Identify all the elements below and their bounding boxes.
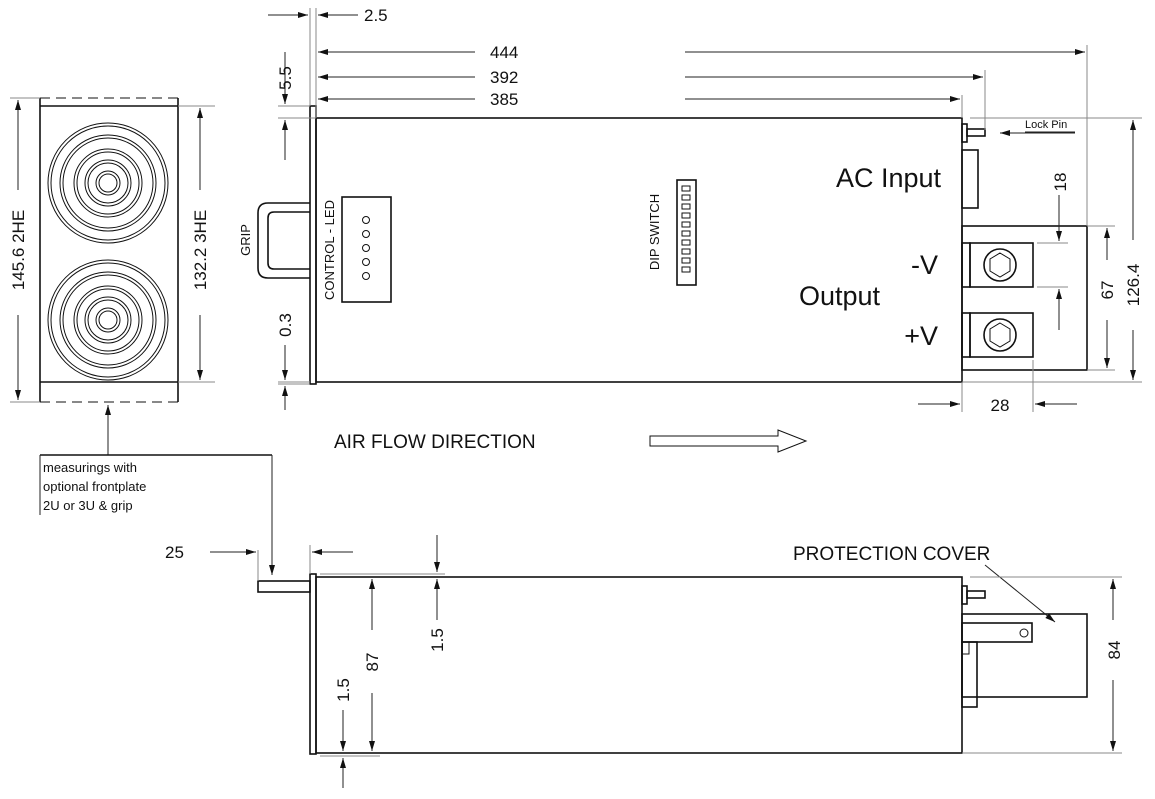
output-label: Output [799,281,881,311]
lock-pin-label: Lock Pin [1025,119,1067,131]
fan-top [47,122,169,244]
plus-v-label: +V [904,321,938,351]
ac-input-label: AC Input [836,163,942,193]
dim-87: 87 [363,653,382,672]
dim-25: 25 [165,543,184,562]
dim-28: 28 [991,396,1010,415]
control-led [341,196,392,303]
dim-385: 385 [490,90,518,109]
dim-444: 444 [490,43,518,62]
dim-1-5-bottom: 1.5 [334,678,353,702]
side-view: PROTECTION COVER 25 1.5 87 1.5 84 [165,535,1124,788]
fan-bottom [47,259,169,381]
grip [257,202,310,279]
dim-5-5: 5.5 [276,66,295,90]
dip-switch-label: DIP SWITCH [647,194,662,270]
control-led-label: CONTROL - LED [322,200,337,300]
grip-side [257,580,311,593]
dip-switch [676,179,697,286]
dim-1-5-top: 1.5 [428,628,447,652]
dim-145-6: 145.6 2HE [9,210,28,290]
minus-v-label: -V [911,250,938,280]
dim-2-5: 2.5 [364,6,388,25]
dim-67: 67 [1098,281,1117,300]
dim-126-4: 126.4 [1124,264,1143,307]
protection-cover-label: PROTECTION COVER [793,544,990,565]
dim-132-2: 132.2 3HE [191,210,210,290]
dim-0-3: 0.3 [276,313,295,337]
protection-cover [961,613,1088,698]
top-view: GRIP CONTROL - LED DIP SWITCH Lock Pin A… [238,6,1143,415]
dim-84: 84 [1105,641,1124,660]
grip-label: GRIP [238,224,253,256]
frontplate-note: measurings with optional frontplate 2U o… [43,460,150,513]
dim-392: 392 [490,68,518,87]
dim-18: 18 [1051,173,1070,192]
air-flow-arrow-icon [649,429,808,453]
output-terminal-block [961,225,1088,371]
air-flow-label: AIR FLOW DIRECTION [334,432,536,453]
front-view: 145.6 2HE 132.2 3HE measurings with opti… [9,97,275,575]
ac-input-connector [961,149,979,209]
